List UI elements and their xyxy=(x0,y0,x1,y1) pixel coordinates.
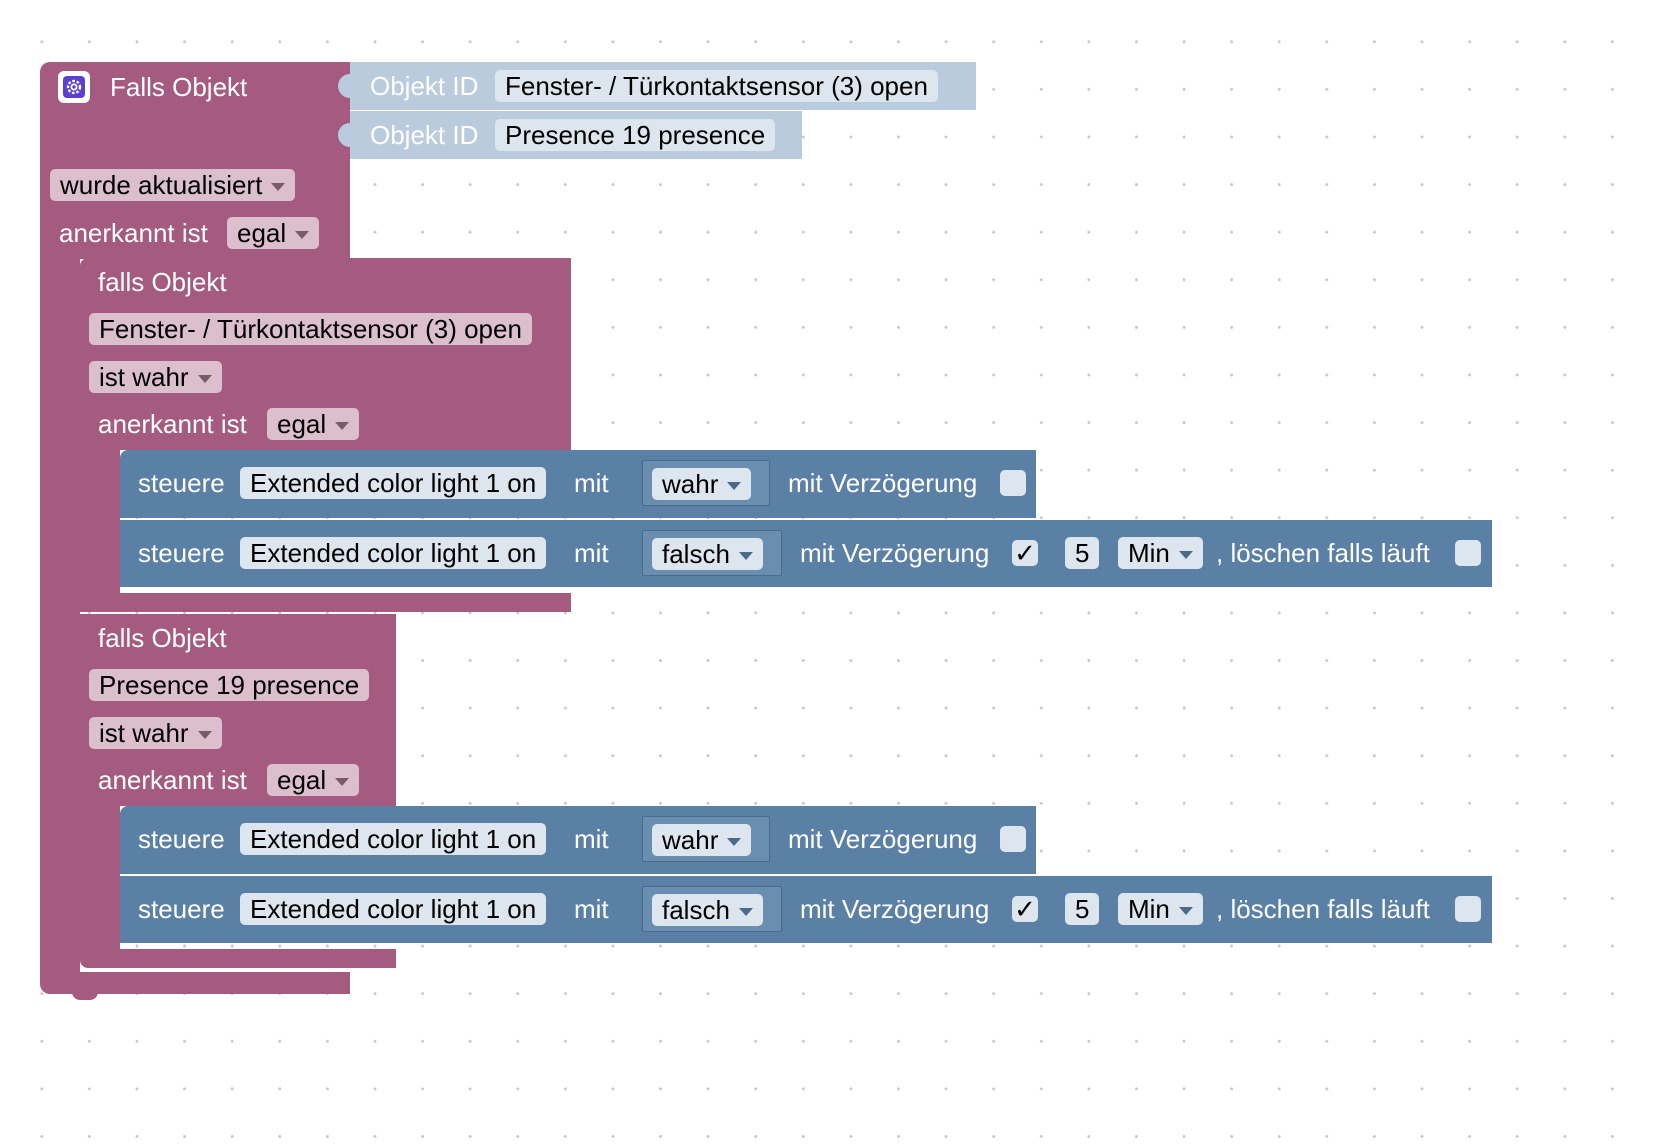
clear-checkbox[interactable] xyxy=(1455,896,1481,922)
action-block[interactable]: steuere Extended color light 1 on mit fa… xyxy=(120,876,1492,943)
clear-label: , löschen falls läuft xyxy=(1216,538,1430,568)
ack-label: anerkannt ist xyxy=(98,765,247,795)
delay-unit-dropdown[interactable]: Min xyxy=(1118,537,1203,569)
clear-checkbox[interactable] xyxy=(1455,540,1481,566)
delay-label: mit Verzögerung xyxy=(788,468,978,498)
action-block[interactable]: steuere Extended color light 1 on mit fa… xyxy=(120,520,1492,587)
trigger-block-spine xyxy=(40,250,80,980)
action-with: mit xyxy=(574,538,609,568)
action-block[interactable]: steuere Extended color light 1 on mit wa… xyxy=(120,806,1036,874)
action-with: mit xyxy=(574,468,609,498)
ack-label: anerkannt ist xyxy=(98,409,247,439)
socket-connector xyxy=(338,123,350,147)
trigger-block-notch xyxy=(72,990,98,1000)
action-with: mit xyxy=(574,894,609,924)
condition-state-dropdown[interactable]: ist wahr xyxy=(89,717,222,749)
condition-object[interactable]: Fenster- / Türkontaktsensor (3) open xyxy=(89,313,532,345)
object-id-block-2[interactable]: Objekt ID Presence 19 presence xyxy=(350,111,802,159)
delay-label: mit Verzögerung xyxy=(800,894,990,924)
ack-label: anerkannt ist xyxy=(59,218,208,248)
action-verb: steuere xyxy=(138,468,225,498)
value-dropdown[interactable]: wahr xyxy=(652,468,752,500)
delay-amount[interactable]: 5 xyxy=(1065,893,1100,925)
delay-label: mit Verzögerung xyxy=(788,824,978,854)
action-target[interactable]: Extended color light 1 on xyxy=(240,467,547,499)
delay-label: mit Verzögerung xyxy=(800,538,990,568)
gear-icon[interactable] xyxy=(58,71,90,103)
action-verb: steuere xyxy=(138,824,225,854)
object-id-value[interactable]: Presence 19 presence xyxy=(495,119,776,151)
delay-amount[interactable]: 5 xyxy=(1065,537,1100,569)
condition-label: falls Objekt xyxy=(98,623,227,653)
delay-checkbox[interactable]: ✓ xyxy=(1012,540,1038,566)
value-dropdown[interactable]: falsch xyxy=(652,538,763,570)
value-dropdown[interactable]: wahr xyxy=(652,824,752,856)
object-id-label: Objekt ID xyxy=(370,71,479,101)
ack-dropdown[interactable]: egal xyxy=(267,408,360,440)
trigger-title: Falls Objekt xyxy=(110,72,248,102)
delay-unit-dropdown[interactable]: Min xyxy=(1118,893,1203,925)
condition-spine xyxy=(80,800,120,952)
trigger-block-footer xyxy=(40,972,350,994)
event-dropdown[interactable]: wurde aktualisiert xyxy=(50,169,296,201)
action-target[interactable]: Extended color light 1 on xyxy=(240,537,547,569)
ack-dropdown[interactable]: egal xyxy=(267,764,360,796)
condition-object[interactable]: Presence 19 presence xyxy=(89,669,370,701)
action-target[interactable]: Extended color light 1 on xyxy=(240,893,547,925)
condition-label: falls Objekt xyxy=(98,267,227,297)
condition-footer xyxy=(80,949,396,968)
delay-checkbox[interactable]: ✓ xyxy=(1012,896,1038,922)
clear-label: , löschen falls läuft xyxy=(1216,894,1430,924)
action-block[interactable]: steuere Extended color light 1 on mit wa… xyxy=(120,450,1036,518)
delay-checkbox[interactable] xyxy=(1000,470,1026,496)
object-id-block-1[interactable]: Objekt ID Fenster- / Türkontaktsensor (3… xyxy=(350,62,976,110)
object-id-label: Objekt ID xyxy=(370,120,479,150)
delay-checkbox[interactable] xyxy=(1000,826,1026,852)
condition-footer xyxy=(80,593,571,612)
action-verb: steuere xyxy=(138,538,225,568)
action-verb: steuere xyxy=(138,894,225,924)
condition-spine xyxy=(80,445,120,595)
value-dropdown[interactable]: falsch xyxy=(652,894,763,926)
socket-connector xyxy=(338,74,350,98)
object-id-value[interactable]: Fenster- / Türkontaktsensor (3) open xyxy=(495,70,938,102)
action-target[interactable]: Extended color light 1 on xyxy=(240,823,547,855)
condition-state-dropdown[interactable]: ist wahr xyxy=(89,361,222,393)
action-with: mit xyxy=(574,824,609,854)
ack-dropdown[interactable]: egal xyxy=(227,217,320,249)
